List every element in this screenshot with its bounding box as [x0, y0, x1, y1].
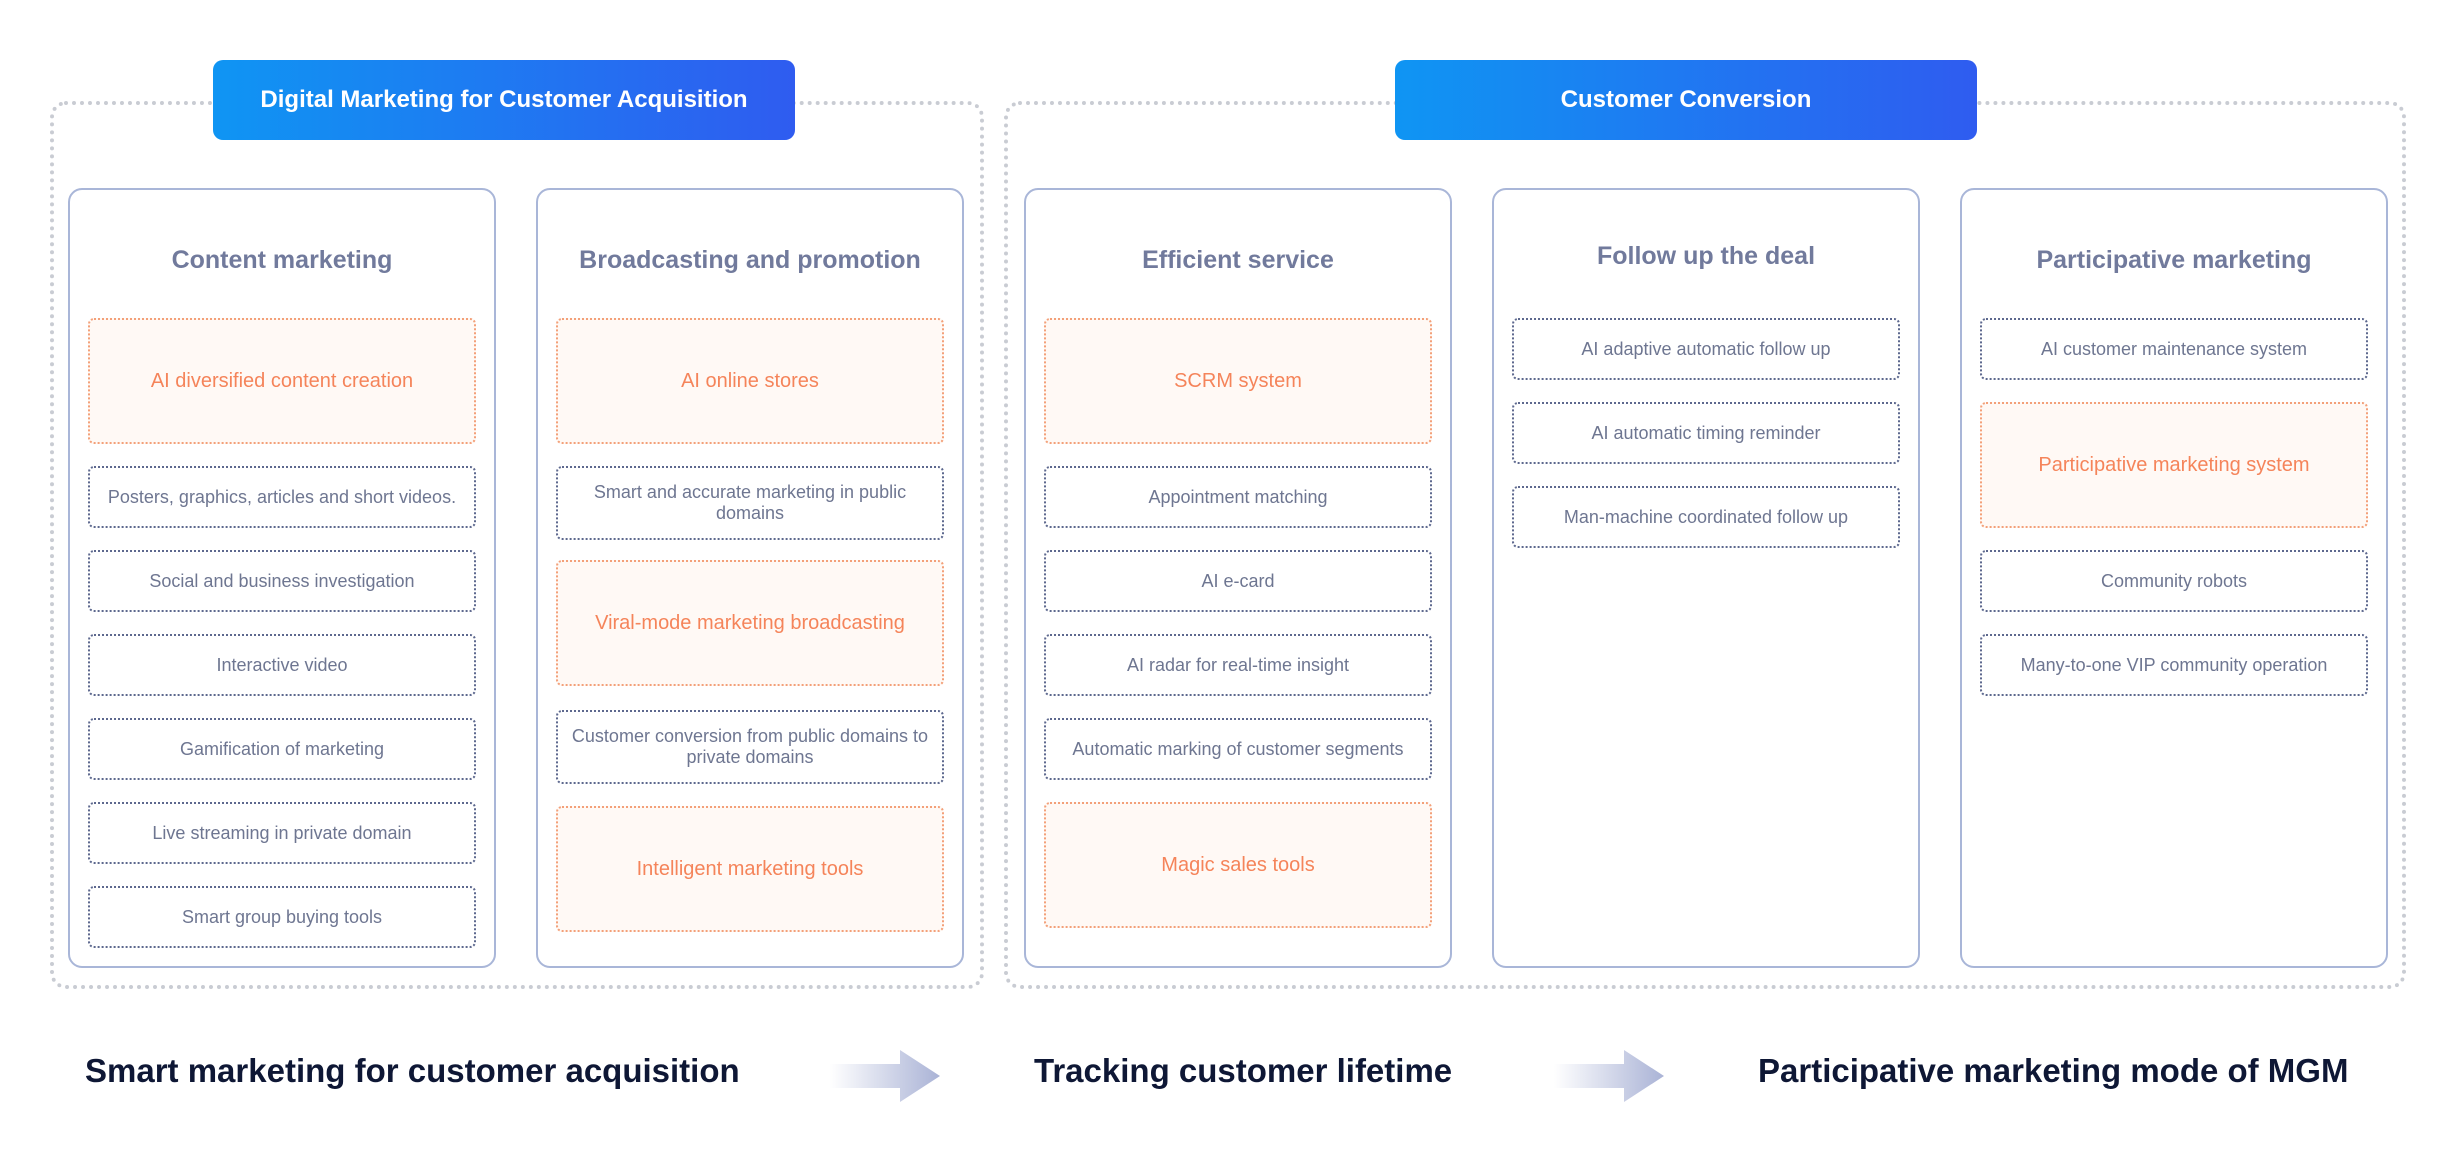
column-title: Participative marketing: [2036, 246, 2312, 274]
column-broadcasting-promotion: Broadcasting and promotion AI online sto…: [536, 188, 964, 968]
feature-item: Many-to-one VIP community operation: [1980, 634, 2368, 696]
feature-item: Participative marketing system: [1980, 402, 2368, 528]
feature-item: Interactive video: [88, 634, 476, 696]
feature-item: AI customer maintenance system: [1980, 318, 2368, 380]
step-customer-acquisition: Smart marketing for customer acquisition: [85, 1052, 740, 1089]
feature-item: Customer conversion from public domains …: [556, 710, 944, 784]
feature-item: Man-machine coordinated follow up: [1512, 486, 1900, 548]
feature-item: Community robots: [1980, 550, 2368, 612]
feature-item: Gamification of marketing: [88, 718, 476, 780]
column-title: Efficient service: [1142, 246, 1334, 274]
arrow-right-icon: [830, 1050, 940, 1102]
column-title: Broadcasting and promotion: [579, 246, 921, 274]
column-participative-marketing: Participative marketing AI customer main…: [1960, 188, 2388, 968]
feature-item: AI diversified content creation: [88, 318, 476, 444]
feature-item: Posters, graphics, articles and short vi…: [88, 466, 476, 528]
feature-item: Magic sales tools: [1044, 802, 1432, 928]
feature-item: SCRM system: [1044, 318, 1432, 444]
arrow-right-icon: [1554, 1050, 1664, 1102]
feature-item: Live streaming in private domain: [88, 802, 476, 864]
feature-item: Smart and accurate marketing in public d…: [556, 466, 944, 540]
column-follow-up-deal: Follow up the deal AI adaptive automatic…: [1492, 188, 1920, 968]
column-title: Content marketing: [171, 246, 393, 274]
column-efficient-service: Efficient service SCRM system Appointmen…: [1024, 188, 1452, 968]
feature-item: Automatic marking of customer segments: [1044, 718, 1432, 780]
feature-item: AI online stores: [556, 318, 944, 444]
feature-item: AI radar for real-time insight: [1044, 634, 1432, 696]
feature-item: Appointment matching: [1044, 466, 1432, 528]
feature-item: Social and business investigation: [88, 550, 476, 612]
step-tracking-lifetime: Tracking customer lifetime: [1034, 1052, 1453, 1089]
feature-item: AI e-card: [1044, 550, 1432, 612]
feature-item: Viral-mode marketing broadcasting: [556, 560, 944, 686]
feature-item: Smart group buying tools: [88, 886, 476, 948]
feature-item: AI automatic timing reminder: [1512, 402, 1900, 464]
step-participative-mgm: Participative marketing mode of MGM: [1758, 1052, 2349, 1089]
feature-item: AI adaptive automatic follow up: [1512, 318, 1900, 380]
group-header-customer-conversion: Customer Conversion: [1395, 60, 1977, 140]
column-content-marketing: Content marketing AI diversified content…: [68, 188, 496, 968]
column-title: Follow up the deal: [1596, 242, 1816, 270]
feature-item: Intelligent marketing tools: [556, 806, 944, 932]
group-header-customer-acquisition: Digital Marketing for Customer Acquisiti…: [213, 60, 795, 140]
